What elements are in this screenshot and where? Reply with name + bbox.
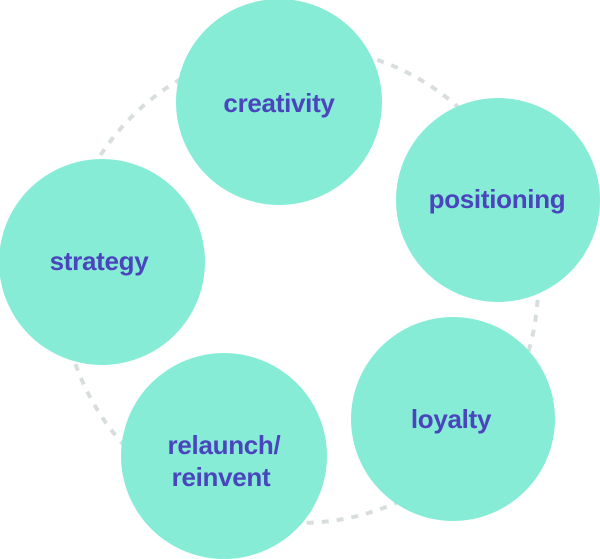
node-label: creativity [223, 88, 335, 118]
node-creativity: creativity [176, 0, 382, 205]
node-label: loyalty [411, 404, 492, 434]
node-circle [0, 159, 205, 365]
node-label: positioning [429, 184, 566, 214]
node-circle [396, 98, 600, 302]
node-relaunch-reinvent: relaunch/ reinvent [121, 353, 327, 559]
node-loyalty: loyalty [351, 317, 555, 521]
node-strategy: strategy [0, 159, 205, 365]
node-positioning: positioning [396, 98, 600, 302]
node-label-line-1: relaunch/ [168, 430, 281, 460]
node-circle [351, 317, 555, 521]
node-label-line-2: reinvent [172, 462, 271, 492]
node-circle [176, 0, 382, 205]
node-label: strategy [50, 246, 150, 276]
node-circle [121, 353, 327, 559]
